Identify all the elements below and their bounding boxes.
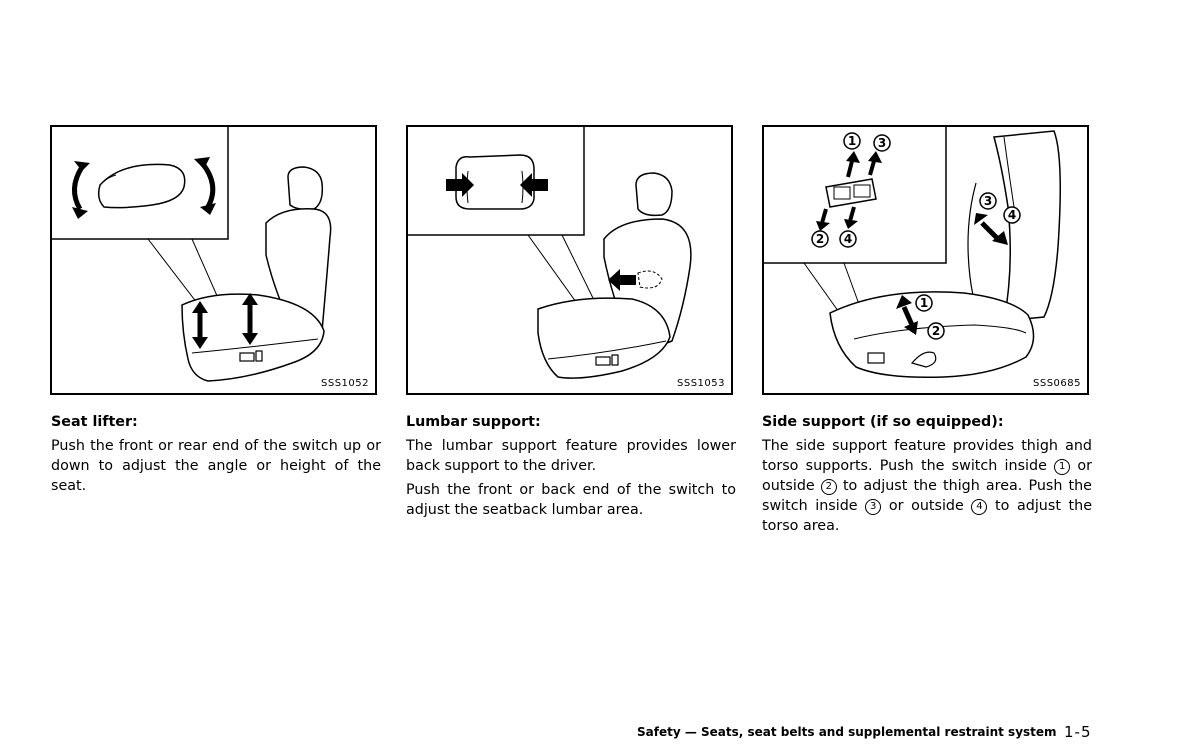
side-support-section: Side support (if so equipped): The side … <box>762 412 1092 540</box>
label-1-seat: 1 <box>920 296 928 310</box>
circled-number-3: 3 <box>865 499 882 515</box>
label-1-top: 1 <box>848 134 856 148</box>
lumbar-support-para-2: Push the front or back end of the switch… <box>406 482 736 518</box>
label-3-top: 3 <box>878 136 886 150</box>
figure-code: SSS0685 <box>1033 378 1081 389</box>
lumbar-support-figure: SSS1053 <box>406 125 733 395</box>
seat-lifter-figure: SSS1052 <box>50 125 377 395</box>
seat-lifter-body: Push the front or rear end of the switch… <box>51 438 381 494</box>
page-footer: Safety — Seats, seat belts and supplemen… <box>637 725 1057 739</box>
seat-lifter-heading: Seat lifter: <box>51 414 138 430</box>
seat-lifter-section: Seat lifter: Push the front or rear end … <box>51 412 381 500</box>
side-support-body: The side support feature provides thigh … <box>762 436 1092 536</box>
figure-code: SSS1053 <box>677 378 725 389</box>
side-support-heading: Side support (if so equipped): <box>762 414 1004 430</box>
side-support-text-1: The side support feature provides thigh … <box>762 438 1092 474</box>
circled-number-2: 2 <box>820 479 837 495</box>
lumbar-support-para-1: The lumbar support feature provides lowe… <box>406 438 736 474</box>
label-4-seat: 4 <box>1008 208 1016 222</box>
seat-lifter-illustration <box>52 127 332 382</box>
label-2-seat: 2 <box>932 324 940 338</box>
lumbar-support-illustration <box>408 127 692 379</box>
side-support-illustration: 1 3 2 4 1 2 3 4 <box>764 127 1061 379</box>
circled-number-4: 4 <box>971 499 988 515</box>
figure-code: SSS1052 <box>321 378 369 389</box>
side-support-text-5: to adjust the torso area. <box>762 498 1093 534</box>
label-4-top: 4 <box>844 232 852 246</box>
page-number: 1-5 <box>1064 723 1092 741</box>
label-2-top: 2 <box>816 232 824 246</box>
circled-number-1: 1 <box>1054 459 1071 475</box>
side-support-text-3: to adjust the thigh area. Push the switc… <box>762 478 1092 514</box>
side-support-figure: 1 3 2 4 1 2 3 4 <box>762 125 1089 395</box>
side-support-text-2: or outside <box>762 458 1093 494</box>
lumbar-support-heading: Lumbar support: <box>406 414 541 430</box>
side-support-text-4: or outside <box>881 498 972 514</box>
label-3-seat: 3 <box>984 194 992 208</box>
lumbar-support-section: Lumbar support: The lumbar support featu… <box>406 412 736 524</box>
